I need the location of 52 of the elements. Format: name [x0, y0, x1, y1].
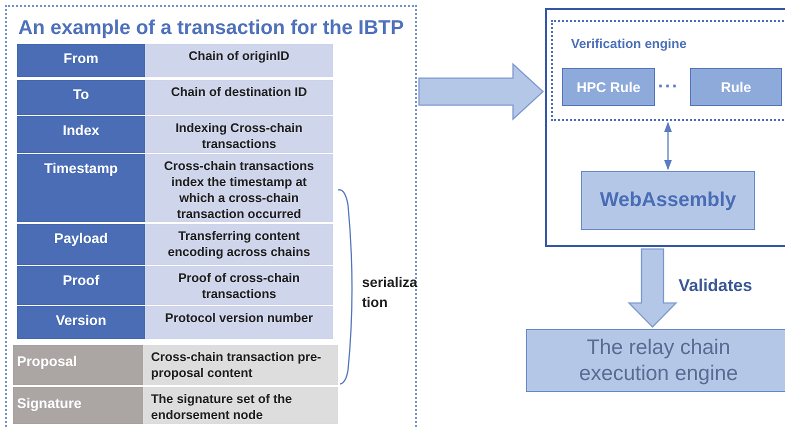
cell-text: Transferring content encoding across chains	[166, 228, 312, 260]
field-description-cell	[145, 306, 333, 339]
field-description-cell	[143, 387, 338, 424]
field-description-cell	[145, 266, 333, 305]
field-description-cell	[145, 224, 333, 265]
cell-text: Indexing Cross-chain transactions	[174, 120, 304, 152]
cell-text: To	[72, 86, 90, 102]
module-box	[581, 171, 755, 230]
engine-box	[526, 329, 785, 392]
dotted-panel	[5, 5, 417, 427]
box-label: The relay chain execution engine	[578, 334, 739, 386]
field-name-cell	[17, 44, 145, 77]
block-arrow	[418, 62, 544, 121]
group-title: Verification engine	[571, 36, 687, 51]
field-description-cell	[145, 116, 333, 153]
double-arrow	[664, 122, 672, 170]
cell-text: Proof	[62, 272, 100, 288]
field-description-cell	[145, 154, 333, 222]
bracket-label: serialization	[362, 273, 418, 312]
cell-text: Index	[62, 122, 100, 138]
cell-text: Cross-chain transaction pre-proposal content	[151, 349, 322, 381]
field-name-cell	[17, 224, 145, 265]
cell-text: Cross-chain transactions index the timestamp at which a cross-chain transaction occurred	[162, 158, 316, 222]
field-name-cell	[17, 80, 145, 115]
cell-text: Proposal	[17, 353, 77, 369]
cell-text: From	[64, 50, 98, 66]
cell-text: Protocol version number	[165, 310, 313, 326]
field-name-cell	[17, 266, 145, 305]
field-description-cell	[145, 44, 333, 77]
container-box	[545, 8, 785, 247]
field-name-cell	[17, 154, 145, 222]
title: An example of a transaction for the IBTP	[18, 17, 404, 40]
cell-text: Chain of destination ID	[170, 84, 308, 100]
field-description-cell	[143, 345, 338, 385]
cell-text: Version	[56, 312, 106, 328]
field-name-cell	[17, 306, 145, 339]
cell-text: The signature set of the endorsement node	[151, 391, 293, 423]
cell-text: Proof of cross-chain transactions	[177, 270, 301, 302]
block-arrow	[627, 248, 678, 328]
field-name-cell	[13, 387, 143, 424]
box-label: HPC Rule	[576, 79, 640, 95]
cell-text: Chain of originID	[188, 48, 290, 64]
cell-text: Payload	[54, 230, 108, 246]
field-name-cell	[17, 116, 145, 153]
ellipsis-dots: ···	[658, 76, 680, 97]
box-label: WebAssembly	[600, 189, 736, 212]
field-description-cell	[145, 80, 333, 115]
field-name-cell	[13, 345, 143, 385]
dotted-group-box	[551, 20, 785, 121]
cell-text: Signature	[17, 395, 82, 411]
box-label: Rule	[720, 79, 752, 95]
cell-text: Timestamp	[44, 160, 118, 176]
